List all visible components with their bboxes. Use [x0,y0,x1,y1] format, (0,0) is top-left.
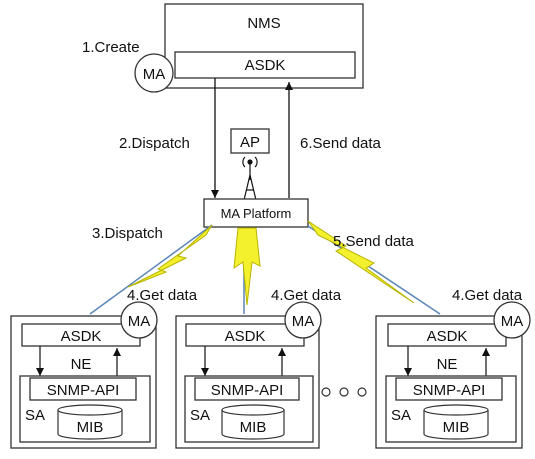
step-dispatch2-label: 2.Dispatch [119,135,190,152]
step-get-data-label-3: 4.Get data [452,287,523,304]
ap-label: AP [240,134,260,151]
ne-ma-label: MA [128,313,151,330]
antenna-icon [242,156,258,201]
wireless-links [89,220,441,315]
snmp-api-label: SNMP-API [211,382,284,399]
nms-node: NMS ASDK MA [134,3,364,93]
nms-ma-circle [134,53,174,93]
mib-database-icon [423,404,489,440]
sa-label: SA [391,407,411,424]
ne-node-2: ASDK MA SNMP-API SA MIB [175,301,322,449]
ne-ma-label: MA [292,313,315,330]
step-create-label: 1.Create [82,39,140,56]
mib-database-icon [221,404,285,440]
snmp-api-label: SNMP-API [413,382,486,399]
sa-label: SA [190,407,210,424]
nms-title: NMS [247,15,280,32]
snmp-api-box [29,377,137,401]
nms-asdk-label: ASDK [245,57,286,74]
ne-label: NE [71,356,92,373]
ne-ma-circle [120,301,158,339]
ne-ma-circle [284,301,322,339]
ellipsis-dots [321,387,367,397]
nms-asdk-box [174,51,356,79]
ne-asdk-label: ASDK [61,328,102,345]
step-send6-label: 6.Send data [300,135,382,152]
ne-node-3: ASDK MA NE SNMP-API SA MIB [375,301,531,449]
ne-label: NE [437,356,458,373]
step-dispatch3-label: 3.Dispatch [92,225,163,242]
ne-ma-circle [493,301,531,339]
ne-ma-label: MA [501,313,524,330]
link-line-left [89,224,213,315]
ma-platform-label: MA Platform [221,206,292,221]
step-get-data-label-1: 4.Get data [127,287,198,304]
ne-node-1: ASDK MA NE SNMP-API SA MIB [10,301,158,449]
ap-box [230,128,270,154]
sa-label: SA [25,407,45,424]
mib-label: MIB [443,419,470,436]
step-get-data-label-2: 4.Get data [271,287,342,304]
nms-ma-label: MA [143,66,166,83]
ne-asdk-label: ASDK [427,328,468,345]
snmp-api-label: SNMP-API [47,382,120,399]
snmp-api-box [194,377,300,401]
lightning-bolt-left [127,224,213,288]
mib-label: MIB [77,419,104,436]
ma-platform-box [203,198,309,228]
ne-asdk-label: ASDK [225,328,266,345]
step-send5-label: 5.Send data [333,233,415,250]
mib-database-icon [57,404,123,440]
lightning-bolt-right [307,220,415,304]
ap-node: AP [230,128,270,201]
lightning-bolt-middle [233,227,261,306]
mib-label: MIB [240,419,267,436]
snmp-api-box [395,377,503,401]
